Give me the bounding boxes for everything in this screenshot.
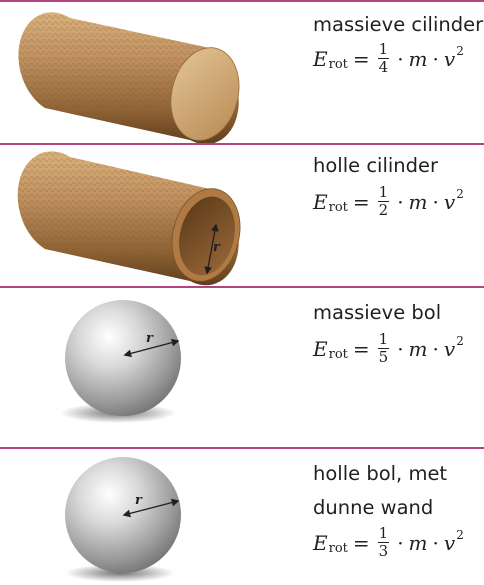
hollow-sphere-illustration: r [0,449,300,585]
hollow-cylinder-illustration: r [0,145,300,286]
radius-label: r [146,331,154,346]
solid-sphere-illustration: r [0,288,300,447]
item-label-line-2: dunne wand [313,493,433,523]
item-label: massieve bol [313,298,441,328]
item-label: holle cilinder [313,151,438,181]
radius-label: r [135,493,143,508]
solid-cylinder-illustration [0,2,300,143]
item-label-line-1: holle bol, met [313,459,447,489]
radius-label: r [213,240,221,255]
item-label: massieve cilinder [313,10,483,40]
